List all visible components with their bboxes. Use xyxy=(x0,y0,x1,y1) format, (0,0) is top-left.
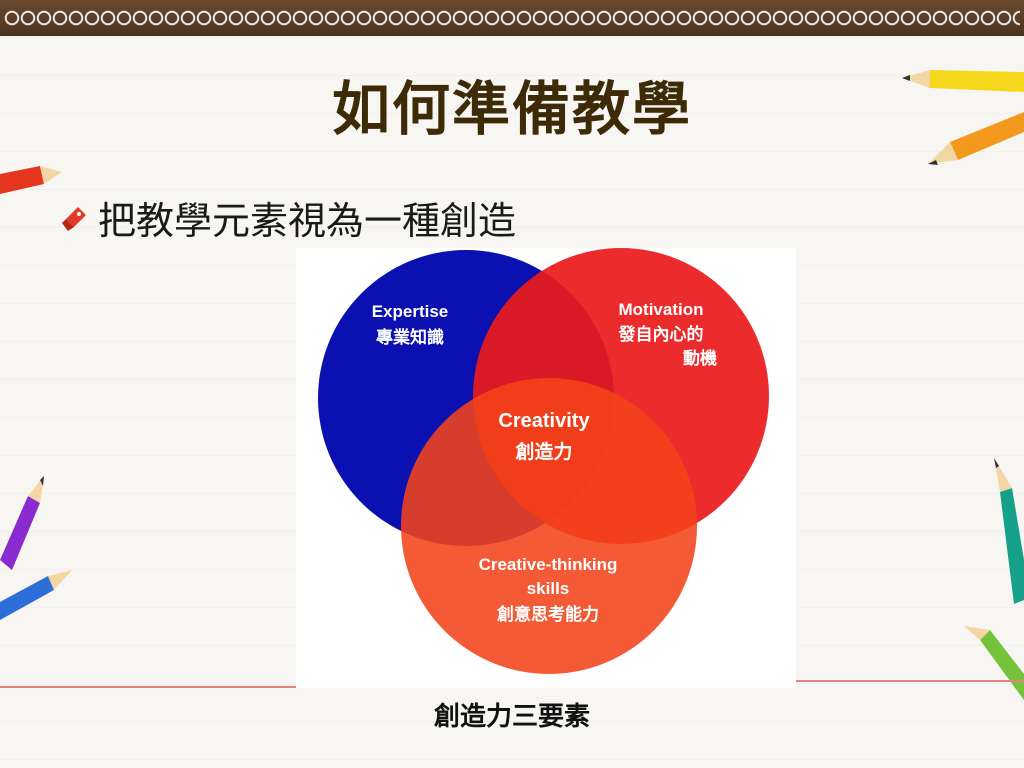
pencil-teal-icon xyxy=(994,458,1024,604)
margin-line-left xyxy=(0,686,296,688)
skills-label-zh: 創意思考能力 xyxy=(496,604,599,625)
pencil-blue-icon xyxy=(0,570,72,620)
bullet-item: 把教學元素視為一種創造 xyxy=(62,190,516,245)
expertise-label-zh: 專業知識 xyxy=(376,327,444,348)
bullet-tag-icon xyxy=(62,206,86,231)
pencil-orange-icon xyxy=(928,112,1024,165)
margin-line-right xyxy=(796,680,1024,682)
expertise-label-en: Expertise xyxy=(372,302,449,321)
skills-label-en-2: skills xyxy=(527,579,570,598)
page-title: 如何準備教學 xyxy=(331,75,692,143)
skills-circle xyxy=(401,378,697,674)
venn-diagram: Expertise 專業知識 Motivation 發自內心的 動機 Creat… xyxy=(318,248,769,674)
bullet-text: 把教學元素視為一種創造 xyxy=(98,199,517,243)
pencil-green-icon xyxy=(964,626,1024,700)
pencil-red-icon xyxy=(0,166,62,194)
motivation-label-zh-2: 動機 xyxy=(683,348,717,369)
diagram-caption: 創造力三要素 xyxy=(433,702,590,732)
creativity-label-en: Creativity xyxy=(498,410,590,432)
creativity-label-zh: 創造力 xyxy=(515,440,572,463)
spiral-binding xyxy=(0,0,1024,36)
skills-label-en-1: Creative-thinking xyxy=(479,555,618,574)
spiral-rings xyxy=(4,8,1020,34)
pencil-purple-icon xyxy=(0,476,44,570)
motivation-label-en: Motivation xyxy=(619,300,704,319)
motivation-label-zh-1: 發自內心的 xyxy=(618,324,704,345)
pencil-yellow-icon xyxy=(902,70,1024,92)
venn-diagram-panel: Expertise 專業知識 Motivation 發自內心的 動機 Creat… xyxy=(296,248,796,688)
